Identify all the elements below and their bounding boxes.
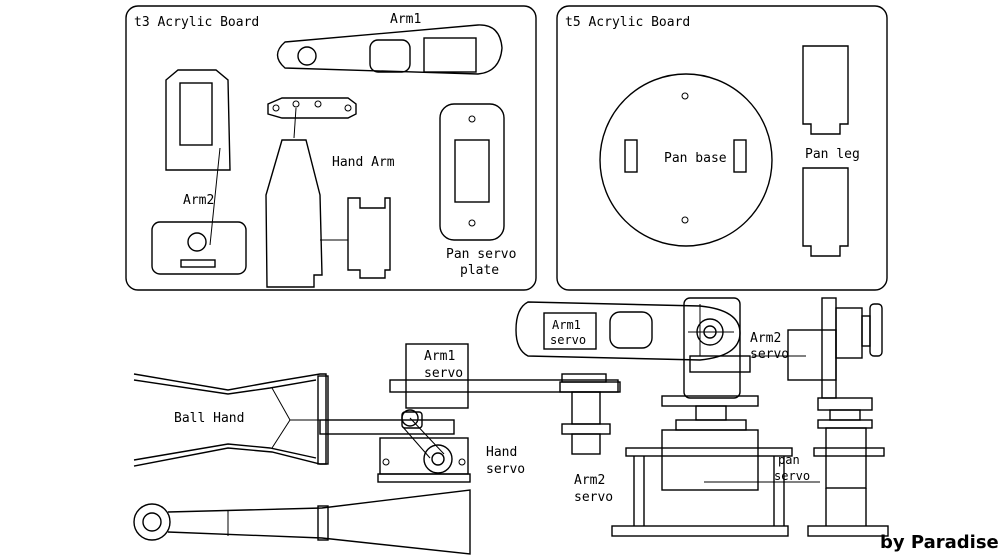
arm2-servo-mid-label-line2: servo bbox=[574, 490, 613, 505]
t5-board-title: t5 Acrylic Board bbox=[565, 15, 690, 30]
ball-hand-label: Ball Hand bbox=[174, 411, 244, 426]
arm2-pointer-line bbox=[209, 147, 221, 246]
pan-servo-plate-label-line1: Pan servo bbox=[446, 247, 516, 262]
arm2-upper-part bbox=[165, 69, 231, 171]
pan-base-part: Pan base bbox=[599, 73, 773, 247]
arm2-servo-mid-label-line1: Arm2 bbox=[574, 473, 605, 488]
t3-board-title: t3 Acrylic Board bbox=[134, 15, 259, 30]
arm2-label: Arm2 bbox=[183, 193, 214, 208]
pan-base-label: Pan base bbox=[664, 151, 727, 166]
t3-acrylic-board-panel: t3 Acrylic Board Arm1 Arm2 bbox=[125, 5, 537, 291]
hand-servo-label-line1: Hand bbox=[486, 445, 517, 460]
arm1-label: Arm1 bbox=[390, 12, 421, 27]
ball-hand-assembly: Ball Hand bbox=[133, 373, 329, 467]
arm1-servo-box-label-line1: Arm1 bbox=[552, 318, 581, 332]
pan-leg-part: Pan leg bbox=[802, 45, 860, 257]
arm2-servo-right-label-line2: servo bbox=[750, 347, 789, 362]
pan-servo-plate-label-line2: plate bbox=[460, 263, 499, 278]
arm1-part: Arm1 bbox=[276, 12, 503, 75]
pan-servo-label-line2: servo bbox=[774, 469, 810, 483]
author-credit: by Paradise bbox=[880, 532, 999, 553]
hand-arm-part: Hand Arm bbox=[265, 139, 395, 288]
arm2-lower-part bbox=[151, 221, 247, 275]
pan-servo-plate-part: Pan servo plate bbox=[439, 103, 516, 278]
hand-arm-side-view bbox=[133, 489, 471, 555]
arm1-servo-box-label-line2: servo bbox=[550, 333, 586, 347]
arm1-hand-assembly: Arm1 servo Arm2 servo Hand servo bbox=[319, 343, 621, 505]
pan-leg-label: Pan leg bbox=[805, 147, 860, 162]
t5-acrylic-board-panel: t5 Acrylic Board Pan base Pan leg bbox=[556, 5, 888, 291]
arm2-servo-right-label-line1: Arm2 bbox=[750, 331, 781, 346]
hand-servo-label-line2: servo bbox=[486, 462, 525, 477]
hand-arm-label: Hand Arm bbox=[332, 155, 395, 170]
arm1-servo-label-line1: Arm1 bbox=[424, 349, 455, 364]
arm2-servo-side-assembly bbox=[787, 297, 889, 537]
pan-base-assembly: pan servo bbox=[611, 297, 820, 537]
pan-servo-label-line1: pan bbox=[778, 453, 800, 467]
arm1-servo-label-line2: servo bbox=[424, 366, 463, 381]
arm1-assembly-piece: Arm1 servo bbox=[515, 301, 741, 361]
hand-arm-bracket bbox=[267, 97, 357, 139]
